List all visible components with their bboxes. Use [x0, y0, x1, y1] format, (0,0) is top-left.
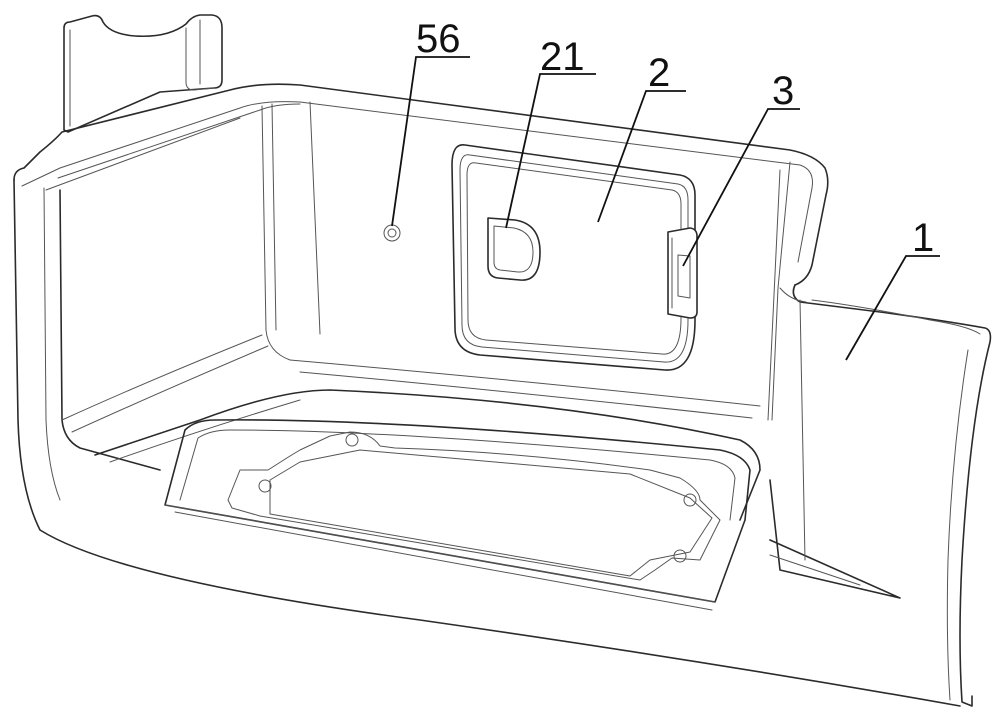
latch [668, 228, 697, 318]
callout-2: 2 [648, 51, 670, 95]
leader-56 [392, 57, 470, 226]
callout-56: 56 [416, 17, 461, 61]
leader-2 [598, 91, 686, 222]
callout-1: 1 [912, 216, 934, 260]
floor-tray [165, 420, 750, 610]
leader-1 [846, 256, 940, 360]
finger-pull-recess [488, 218, 540, 280]
callout-21: 21 [540, 35, 585, 79]
fastener-hole [384, 225, 400, 241]
housing-outline [14, 15, 990, 706]
callout-3: 3 [772, 69, 794, 113]
callout-leaders [392, 57, 940, 360]
leader-21 [506, 74, 596, 228]
